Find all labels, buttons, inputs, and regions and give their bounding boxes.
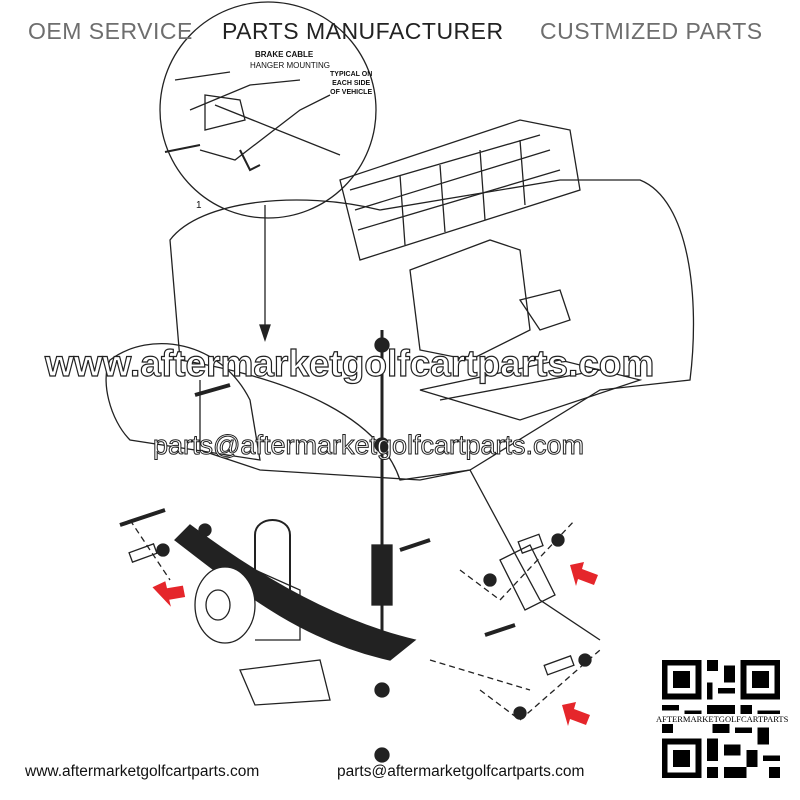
red-arrow-icon [152, 581, 186, 607]
u-bolt [254, 519, 291, 610]
detail-callout-circle [159, 1, 377, 219]
cart-floor-opening [409, 239, 531, 361]
bracket [518, 289, 571, 331]
frame-rail [199, 380, 601, 641]
red-arrows [152, 562, 598, 726]
reference-number: 1 [196, 200, 202, 211]
watermark-website: www.aftermarketgolfcartparts.com [44, 342, 655, 384]
callout-note: TYPICAL ON EACH SIDE OF VEHICLE [330, 71, 373, 96]
watermark-email: parts@aftermarketgolfcartparts.com [152, 430, 585, 461]
qr-label: AFTERMARKETGOLFCARTPARTS [656, 714, 789, 724]
alignment-lines [129, 519, 601, 721]
header-parts-manufacturer: PARTS MANUFACTURER [222, 18, 504, 44]
callout-title-1: BRAKE CABLE [255, 50, 314, 59]
axle-hub [194, 566, 256, 644]
mount-plate [239, 659, 331, 706]
fender [105, 342, 261, 461]
header-customized-parts: CUSTMIZED PARTS [540, 18, 763, 44]
cart-basket [339, 119, 581, 261]
footer-email: parts@aftermarketgolfcartparts.com [337, 763, 585, 780]
red-arrow-icon [570, 562, 598, 586]
shackle [499, 544, 556, 611]
bolts [119, 383, 516, 637]
red-arrow-icon [562, 702, 590, 726]
header-oem-service: OEM SERVICE [28, 18, 193, 44]
shock-absorber [371, 544, 393, 606]
callout-bracket-lines [174, 71, 341, 161]
callout-title-2: HANGER MOUNTING [250, 61, 330, 70]
footer-website: www.aftermarketgolfcartparts.com [25, 763, 260, 780]
cart-body-outline [169, 179, 695, 481]
